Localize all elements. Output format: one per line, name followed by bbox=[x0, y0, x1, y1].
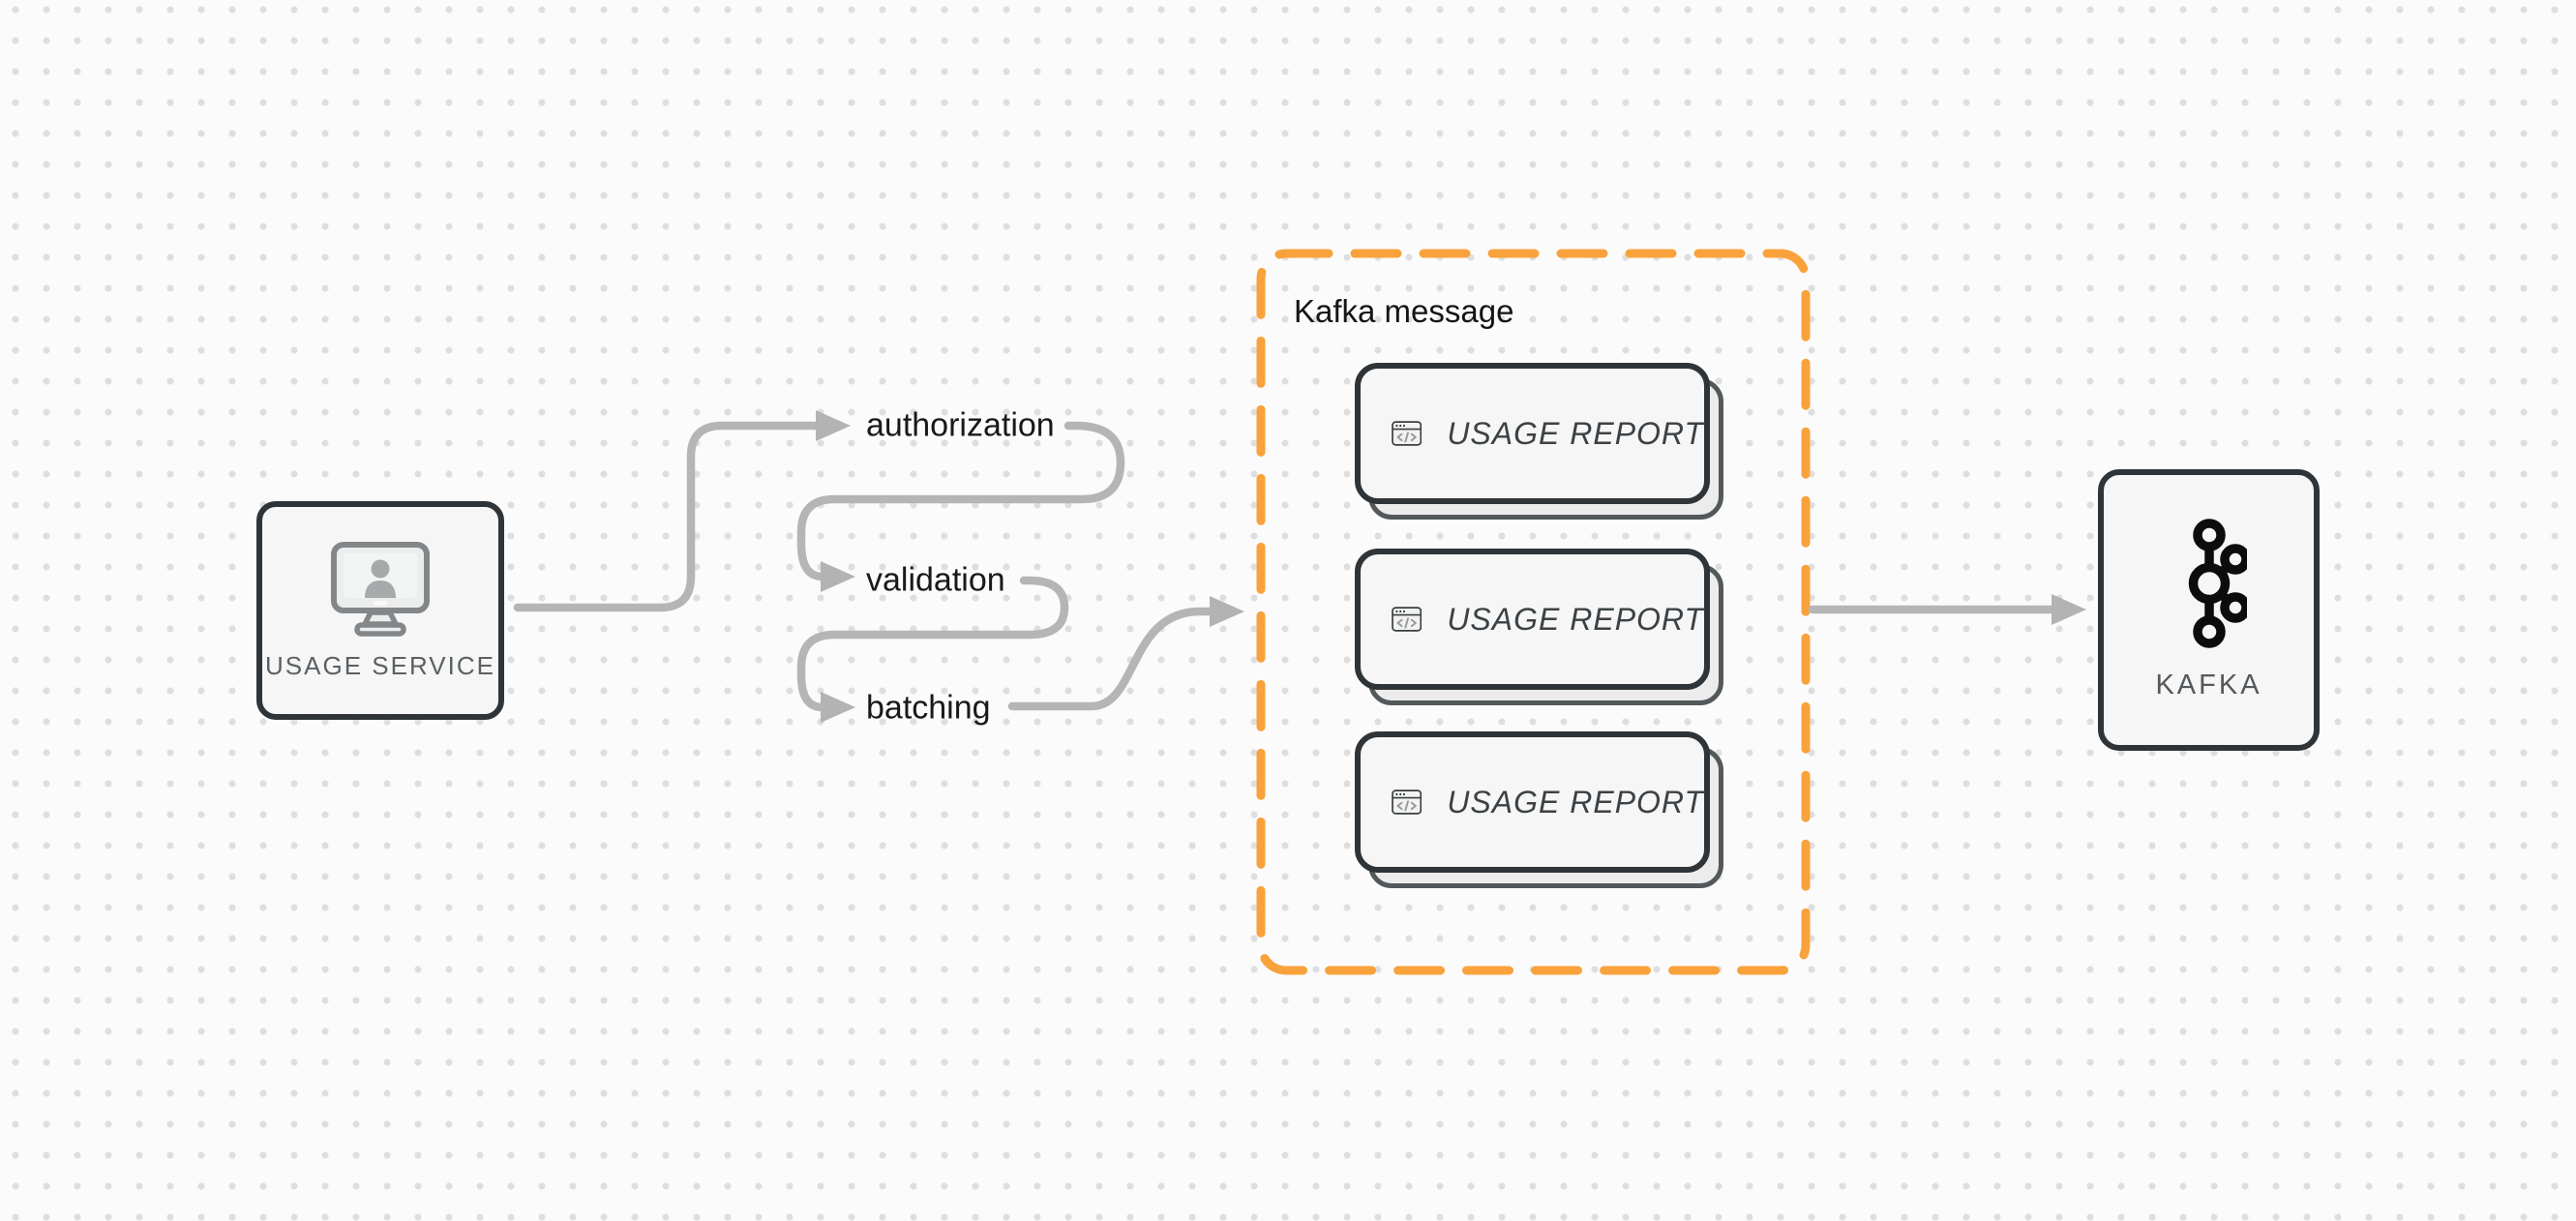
usage-service-label: USAGE SERVICE bbox=[265, 650, 495, 680]
kafka-message-group-border[interactable] bbox=[1256, 249, 1811, 975]
step-label-authorization: authorization bbox=[866, 406, 1055, 444]
usage-report-label: USAGE REPORT bbox=[1447, 415, 1704, 451]
usage-service-node[interactable]: USAGE SERVICE bbox=[256, 501, 504, 720]
usage-report-card[interactable]: USAGE REPORT bbox=[1355, 731, 1723, 888]
usage-report-card[interactable]: USAGE REPORT bbox=[1355, 549, 1723, 705]
code-window-icon bbox=[1392, 421, 1423, 446]
step-label-validation: validation bbox=[866, 561, 1005, 599]
kafka-label: KAFKA bbox=[2155, 670, 2262, 700]
code-window-icon bbox=[1392, 789, 1423, 815]
card-face: USAGE REPORT bbox=[1355, 363, 1710, 504]
code-window-icon bbox=[1392, 607, 1423, 632]
connector-usage-service-to-authorization bbox=[513, 410, 851, 612]
kafka-node[interactable]: KAFKA bbox=[2098, 469, 2320, 751]
usage-report-label: USAGE REPORT bbox=[1447, 784, 1704, 819]
connector-authorization-to-validation bbox=[796, 421, 1125, 592]
card-face: USAGE REPORT bbox=[1355, 549, 1710, 690]
monitor-user-icon bbox=[331, 541, 430, 637]
usage-report-card[interactable]: USAGE REPORT bbox=[1355, 363, 1723, 520]
connector-validation-to-batching bbox=[796, 576, 1069, 723]
step-label-batching: batching bbox=[866, 689, 991, 727]
kafka-message-title: Kafka message bbox=[1294, 293, 1514, 329]
connector-batching-to-kafka-message bbox=[1007, 596, 1244, 711]
kafka-logo-icon bbox=[2188, 519, 2247, 648]
card-face: USAGE REPORT bbox=[1355, 731, 1710, 873]
usage-report-label: USAGE REPORT bbox=[1447, 601, 1704, 637]
